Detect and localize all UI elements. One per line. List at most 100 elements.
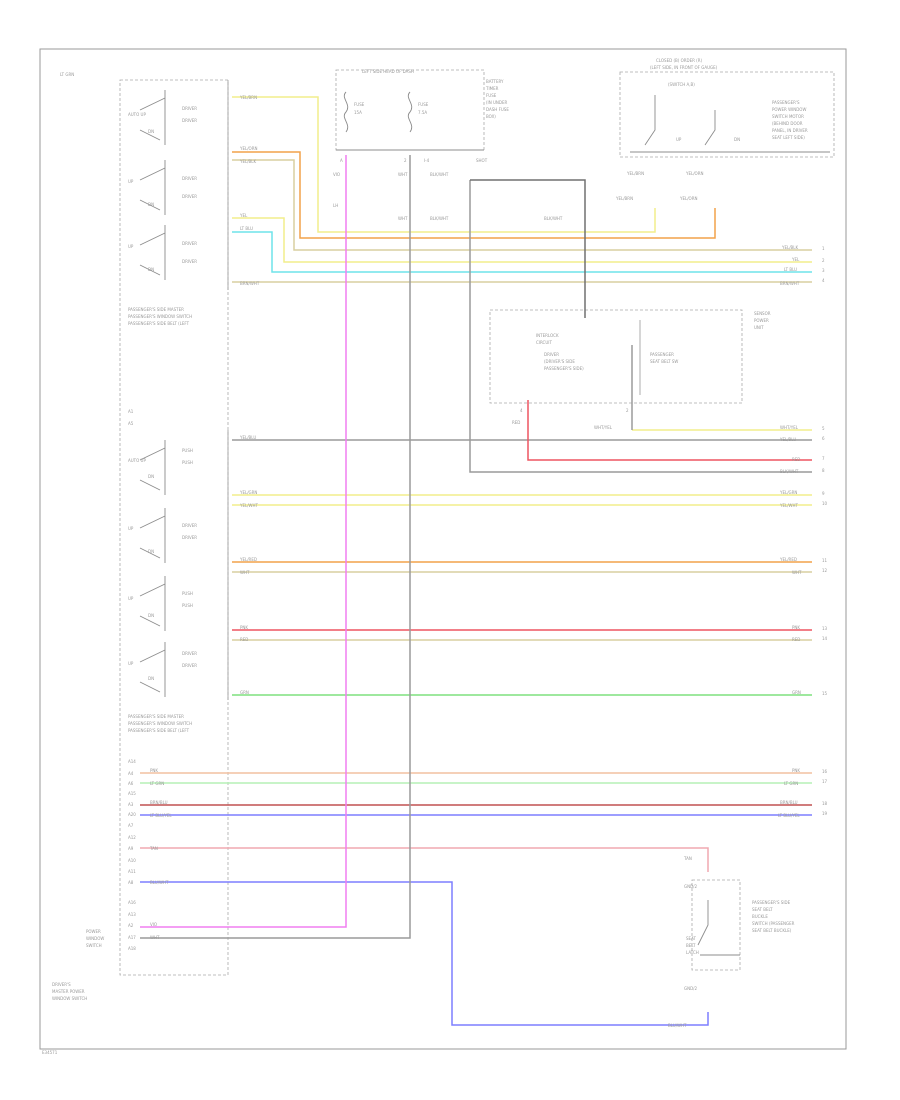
- diagram-label: I-4: [424, 158, 430, 163]
- diagram-label: PASSENGER'S WINDOW SWITCH: [128, 314, 192, 319]
- diagram-label: WHT: [398, 172, 408, 177]
- labels-layer: LEFT SIDE HEAD OF DASHBATTERYTIMERFUSE(I…: [52, 58, 828, 1028]
- diagram-label: (IN UNDER: [486, 100, 508, 105]
- diagram-label: PASSENGER'S: [772, 100, 800, 105]
- diagram-label: BLK/WHT: [430, 216, 449, 221]
- diagram-label: DRIVER: [182, 663, 197, 668]
- diagram-label: GRN: [240, 690, 249, 695]
- diagram-label: A18: [128, 946, 136, 951]
- master-switch-housing: [119, 79, 229, 976]
- diagram-label: PASSENGER: [650, 352, 674, 357]
- wire-yel-orn-2: [232, 151, 716, 239]
- diagram-label: YEL/GRN: [779, 490, 797, 495]
- diagram-label: SEAT: [686, 936, 696, 941]
- diagram-label: A5: [128, 421, 134, 426]
- diagram-label: PASSENGER'S SIDE): [544, 366, 584, 371]
- diagram-label: DN: [148, 549, 154, 554]
- diagram-label: WINDOW: [86, 936, 104, 941]
- diagram-label: LT GRN: [60, 72, 74, 77]
- diagram-label: A10: [128, 858, 136, 863]
- diagram-label: YEL/BLU: [779, 437, 796, 442]
- diagram-label: PUSH: [182, 603, 193, 608]
- diagram-label: DN: [148, 129, 154, 134]
- diagram-label: SEAT LEFT SIDE): [772, 135, 805, 140]
- diagram-label: BLK/WHT: [544, 216, 563, 221]
- passenger-window-switch-box: [619, 71, 835, 158]
- diagram-label: A6: [128, 781, 134, 786]
- diagram-label: DRIVER: [182, 118, 197, 123]
- diagram-label: YEL/ORN: [239, 146, 257, 151]
- diagram-label: SWITCH MOTOR: [772, 114, 804, 119]
- diagram-label: 2: [626, 408, 629, 413]
- wire-vio-24: [140, 155, 347, 928]
- diagram-label: A9: [128, 846, 134, 851]
- diagram-label: PNK: [150, 768, 158, 773]
- wire-blk-wht-26: [470, 179, 586, 318]
- diagram-label: DRIVER: [182, 651, 197, 656]
- diagram-label: BLU/WHT: [668, 1023, 687, 1028]
- interlock-unit-box: [489, 309, 743, 404]
- diagram-label: 4: [520, 408, 523, 413]
- diagram-label: BRN/WHT: [780, 281, 800, 286]
- diagram-label: YEL: [791, 257, 800, 262]
- diagram-label: UP: [676, 137, 682, 142]
- diagram-label: TIMER: [485, 86, 499, 91]
- diagram-label: WHT: [398, 216, 408, 221]
- diagram-label: 17: [822, 779, 828, 784]
- diagram-label: A12: [128, 835, 136, 840]
- diagram-label: FUSE: [486, 93, 497, 98]
- diagram-label: SEAT BELT BUCKLE): [752, 928, 792, 933]
- diagram-label: FUSE: [418, 102, 429, 107]
- diagram-label: SEAT BELT SW: [650, 359, 678, 364]
- diagram-label: PASSENGER'S SIDE BELT (LEFT: [128, 728, 190, 733]
- diagram-label: AUTO UP: [128, 458, 146, 463]
- footer-code: E34571: [42, 1050, 58, 1055]
- diagram-label: DRIVER: [182, 106, 197, 111]
- diagram-label: LH: [333, 203, 338, 208]
- diagram-label: YEL/BLU: [239, 435, 256, 440]
- diagram-label: A2: [128, 923, 134, 928]
- diagram-label: LT GRN: [784, 781, 798, 786]
- diagram-label: UP: [128, 661, 134, 666]
- wire-yel-4: [232, 217, 812, 263]
- diagram-label: DRIVER: [544, 352, 559, 357]
- diagram-label: YEL: [239, 213, 248, 218]
- diagram-label: (BEHIND DOOR: [772, 121, 803, 126]
- diagram-label: DRIVER: [182, 176, 197, 181]
- diagram-label: PUSH: [182, 448, 193, 453]
- diagram-label: YEL/GRN: [239, 490, 257, 495]
- diagram-label: TAN: [149, 846, 158, 851]
- diagram-label: PASSENGER'S WINDOW SWITCH: [128, 721, 192, 726]
- diagram-label: A14: [128, 759, 136, 764]
- diagram-label: BLK/WHT: [780, 469, 799, 474]
- diagram-label: YEL/BLK: [781, 245, 799, 250]
- diagram-label: YEL/RED: [779, 557, 797, 562]
- diagram-label: DRIVER'S: [52, 982, 71, 987]
- diagram-label: PUSH: [182, 460, 193, 465]
- diagram-label: GND/2: [684, 986, 698, 991]
- diagram-label: DN: [148, 613, 154, 618]
- diagram-label: BRN/WHT: [240, 281, 260, 286]
- diagram-label: A16: [128, 900, 136, 905]
- wire-yel-brn-1: [232, 96, 656, 233]
- diagram-label: MASTER POWER: [52, 989, 85, 994]
- diagram-label: 10: [822, 501, 828, 506]
- diagram-label: (SWITCH A,B): [668, 82, 695, 87]
- diagram-label: SWITCH: [86, 943, 102, 948]
- diagram-label: BRN/BLU: [150, 800, 168, 805]
- diagram-label: POWER: [86, 929, 101, 934]
- diagram-label: SHOT: [476, 158, 488, 163]
- diagram-label: DRIVER: [182, 259, 197, 264]
- diagram-label: YEL/ORN: [679, 196, 697, 201]
- diagram-label: WHT: [792, 570, 802, 575]
- diagram-label: A13: [128, 912, 136, 917]
- diagram-label: 8: [822, 468, 825, 473]
- diagram-label: 18: [822, 801, 828, 806]
- diagram-label: A4: [128, 771, 134, 776]
- diagram-label: LT BLU/YEL: [778, 813, 800, 818]
- diagram-label: A8: [128, 880, 134, 885]
- diagram-label: WHT: [150, 935, 160, 940]
- diagram-label: 14: [822, 636, 828, 641]
- diagram-label: PNK: [792, 768, 800, 773]
- diagram-label: RED: [512, 420, 520, 425]
